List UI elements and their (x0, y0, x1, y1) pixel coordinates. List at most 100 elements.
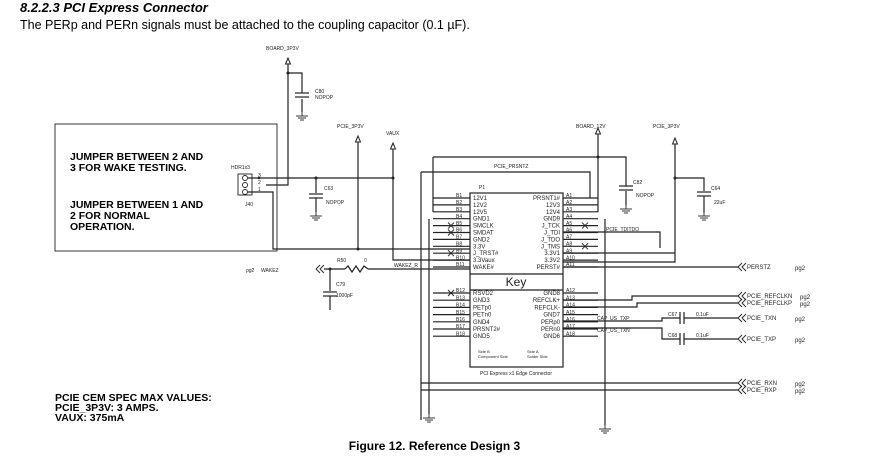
c79-ref: C79 (336, 282, 345, 288)
pin-name: RSVD2 (473, 291, 494, 297)
side-b-label: Side B (478, 349, 490, 354)
pin-name: PERST# (537, 265, 561, 271)
pin-number: A9 (566, 248, 572, 254)
header-j40 (237, 173, 253, 196)
pin-name: GND4 (473, 320, 490, 326)
connector-ref: P1 (479, 185, 485, 191)
pin-name: REFCLK- (534, 305, 560, 311)
power-arrow-icon (672, 137, 678, 145)
pin-name: GND1 (473, 217, 490, 223)
pin-name: 12V4 (546, 210, 561, 216)
pin-name: PRSNT1# (533, 196, 561, 202)
pin-name: 3.3V1 (544, 251, 560, 257)
offpage-page-ref: pg2 (795, 382, 806, 388)
pin-name: 3.3V2 (544, 258, 560, 264)
pin-number: A5 (566, 221, 572, 227)
ground-icon (422, 413, 436, 423)
pin-number: A2 (566, 200, 572, 206)
pin-name: PRSNT2# (473, 327, 501, 333)
figure-caption: Figure 12. Reference Design 3 (348, 439, 521, 453)
offpage-net-name: PCIE_REFCLKP (747, 301, 792, 307)
note-spec-3: VAUX: 375mA (55, 412, 125, 424)
c82-ref: C82 (633, 180, 642, 186)
pin-name: GND8 (543, 291, 560, 297)
ground-icon (697, 211, 711, 221)
offpage-page-ref: pg2 (795, 389, 806, 395)
pin-name: REFCLK+ (533, 298, 561, 304)
offpage-page-ref: pg2 (795, 317, 806, 323)
net-cap-us-txp: CAP_US_TXP (597, 316, 630, 322)
pin-number: B5 (456, 221, 462, 227)
pin-number: B10 (456, 255, 465, 261)
power-label-pcie-3p3v: PCIE_3P3V (337, 124, 364, 130)
side-a-label: Side A (527, 349, 539, 354)
pin-number: A13 (566, 295, 575, 301)
header-pin-1: 1 (258, 187, 261, 193)
note-jumper-normal-1: JUMPER BETWEEN 1 AND (70, 199, 204, 211)
c64-ref: C64 (711, 186, 720, 192)
power-label-board-12v: BOARD_12V (576, 124, 606, 130)
pin-name: J_TDI (544, 231, 560, 237)
offpage-page-ref: pg2 (800, 295, 811, 301)
power-arrow-icon (285, 57, 291, 65)
offpage-connector-icon (737, 313, 747, 323)
offpage-net-name: PCIE_TXP (747, 337, 776, 343)
pin-number: B2 (456, 200, 462, 206)
note-jumper-wake-1: JUMPER BETWEEN 2 AND (70, 151, 204, 163)
pin-name: PETn0 (473, 313, 492, 319)
pin-number: A15 (566, 310, 575, 316)
pin-number: A18 (566, 331, 575, 337)
pin-name: 12V2 (473, 203, 488, 209)
pin-number: B6 (456, 228, 462, 234)
offpage-connector-icon (737, 298, 747, 308)
power-label-pcie-3p3v-right: PCIE_3P3V (653, 124, 680, 130)
net-pcie-tditdo: PCIE_TDITDO (606, 227, 639, 233)
pin-name: GND6 (543, 334, 560, 340)
header-ref: J40 (245, 202, 253, 208)
pin-number: B4 (456, 214, 462, 220)
c67-ref: C67 (668, 312, 677, 318)
c67-value: 0.1uF (696, 312, 709, 318)
pin-name: J_TMS (541, 244, 560, 250)
ground-icon (619, 204, 633, 214)
pin-name: J_TDO (541, 237, 560, 243)
capacitor-c68 (679, 332, 685, 346)
pin-name: PERn0 (541, 327, 561, 333)
pin-name: WAKE# (473, 265, 494, 271)
resistor-r50 (344, 264, 369, 274)
pin-number: A3 (566, 207, 572, 213)
ground-icon (295, 111, 309, 121)
note-jumper-normal-3: OPERATION. (70, 221, 135, 233)
pin-number: B12 (456, 288, 465, 294)
offpage-net-name: PCIE_TXN (747, 316, 776, 322)
capacitor-c80 (294, 92, 310, 98)
connector-title: PCI Express x1 Edge Connector (480, 371, 552, 377)
pin-number: A12 (566, 288, 575, 294)
r50-value: 0 (364, 258, 367, 264)
pin-number: B11 (456, 262, 465, 268)
pin-number: A10 (566, 255, 575, 261)
power-label-vaux: VAUX (386, 131, 400, 137)
pin-number: A7 (566, 235, 572, 241)
note-spec-2: PCIE_3P3V: 3 AMPS. (55, 402, 159, 414)
pin-number: B17 (456, 324, 465, 330)
pin-name: J_TCK (542, 224, 560, 230)
header-pin-3: 3 (258, 173, 261, 179)
note-jumper-wake-2: 3 FOR WAKE TESTING. (70, 162, 187, 174)
offpage-connector-icon (315, 264, 325, 274)
jumper-note-box (54, 123, 278, 252)
pin-number: A1 (566, 193, 572, 199)
pin-name: SMDAT (473, 231, 494, 237)
pin-number: B8 (456, 242, 462, 248)
pin-name: GND3 (473, 298, 490, 304)
no-connect-icon (581, 222, 589, 229)
offpage-page-ref: pg2 (800, 302, 811, 308)
net-cap-us-txn: CAP_US_TXN (597, 328, 630, 334)
offpage-connector-icon (737, 334, 747, 344)
power-label-board-3p3v: BOARD_3P3V (266, 46, 299, 52)
pcie-connector-body (469, 192, 564, 368)
section-paragraph: The PERp and PERn signals must be attach… (20, 18, 470, 32)
section-heading: 8.2.2.3 PCI Express Connector (20, 0, 208, 15)
